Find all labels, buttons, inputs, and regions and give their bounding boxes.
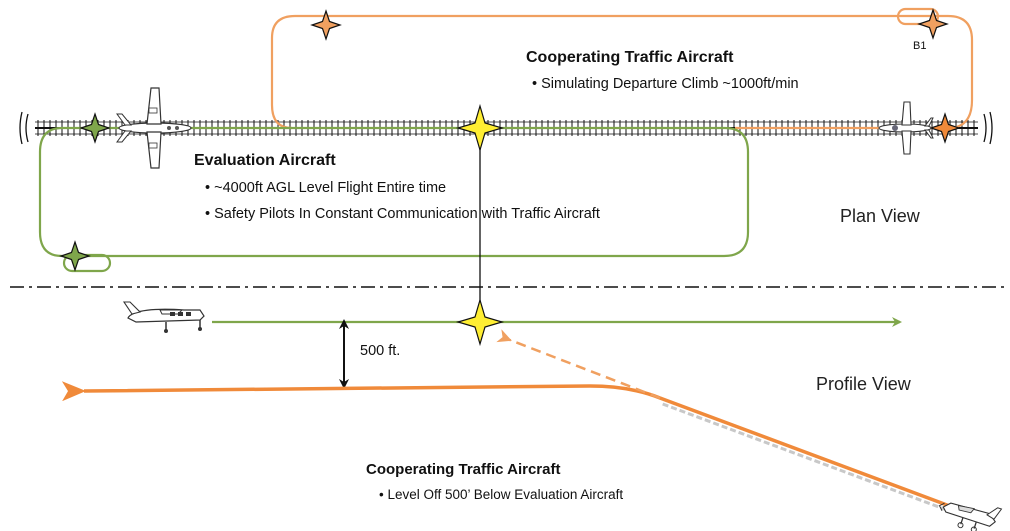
profile-view-label: Profile View (816, 374, 911, 394)
star-waypoint-icon (918, 9, 948, 39)
waypoint-label: B1 (913, 40, 927, 52)
airplane-icon (878, 101, 934, 155)
star-waypoint-icon (80, 113, 110, 143)
traffic-bullet: • Simulating Departure Climb ~1000ft/min (532, 76, 799, 92)
evaluation-bullet-1: • ~4000ft AGL Level Flight Entire time (205, 180, 447, 196)
airplane-icon (934, 489, 1003, 531)
traffic-plan-track (270, 14, 974, 130)
profile-traffic-title: Cooperating Traffic Aircraft (366, 461, 561, 478)
plan-view-label: Plan View (840, 206, 920, 226)
separation-label: 500 ft. (360, 343, 401, 359)
traffic-holding-loop (896, 7, 940, 26)
projected-climb-path (496, 329, 661, 400)
airplane-icon (123, 301, 205, 334)
traffic-profile-shadow (659, 401, 956, 515)
intercept-star-icon (457, 105, 503, 151)
traffic-title: Cooperating Traffic Aircraft (526, 49, 734, 66)
intercept-star-icon (457, 299, 503, 345)
airplane-icon (116, 87, 192, 169)
star-waypoint-icon (930, 113, 960, 143)
evaluation-bullet-2: • Safety Pilots In Constant Communicatio… (205, 206, 600, 222)
evaluation-plan-track (38, 126, 750, 258)
profile-traffic-bullet: • Level Off 500’ Below Evaluation Aircra… (379, 487, 624, 502)
evaluation-title: Evaluation Aircraft (194, 152, 336, 169)
